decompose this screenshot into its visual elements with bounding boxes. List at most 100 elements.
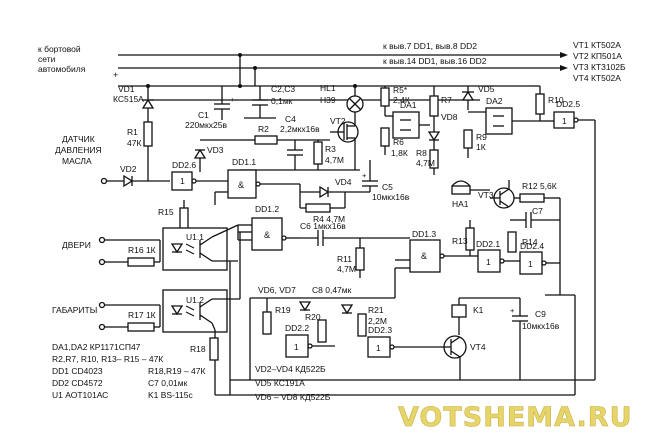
legend-right-2: C7 0,01мк: [148, 378, 188, 388]
r13-resistor: [465, 220, 475, 256]
vd3-label: VD3: [207, 145, 224, 155]
vd4-diode: [300, 185, 370, 199]
k1-relay: [451, 297, 520, 335]
hl1-lamp: [346, 86, 364, 122]
r5-value: 2,4К: [393, 95, 410, 105]
r6-label: R6: [393, 137, 404, 147]
r7-label: R7: [441, 95, 452, 105]
da1-relay: [385, 111, 430, 139]
dd23-one: 1: [376, 343, 381, 353]
r12-label: R12 5,6К: [522, 181, 557, 191]
legend-right-1: R18,R19 – 47К: [148, 366, 205, 376]
u11-label: U1.1: [186, 232, 204, 242]
c4-capacitor: [287, 140, 303, 170]
supply-label-3: автомобиля: [38, 64, 86, 74]
hl1-type: Н39: [320, 95, 336, 105]
supply-plus: +: [113, 70, 118, 80]
lights-input-wires: [98, 301, 161, 332]
c8-label: C8 0,47мк: [312, 285, 352, 295]
r7-resistor: [429, 86, 439, 125]
legend-left-3: DD1 CD4023: [52, 366, 103, 376]
dd21-label: DD2.1: [476, 239, 500, 249]
dd12-gate: [238, 217, 300, 251]
r11-label: R11: [337, 254, 352, 264]
oil-label-1: ДАТЧИК: [62, 134, 95, 144]
bottom-block-wires: [215, 268, 595, 396]
transistor-list-2: VT2 КП501А: [573, 51, 622, 61]
vd6vd7-label: VD6, VD7: [258, 285, 296, 295]
lights-label: ГАБАРИТЫ: [52, 305, 97, 315]
ha1-buzzer: [451, 180, 490, 195]
vd3-diode: [193, 139, 240, 172]
c9-capacitor: [512, 298, 528, 380]
dd25-one: 1: [562, 116, 567, 126]
r5-label: R5*: [393, 85, 408, 95]
dd26-label: DD2.6: [172, 160, 196, 170]
vt4-label: VT4: [470, 342, 486, 352]
dd23-label: DD2.3: [368, 325, 392, 335]
second-bus-label: к выв.14 DD1, выв.16 DD2: [383, 56, 487, 66]
legend-left-1: DA1,DA2 КР1171СП47: [52, 342, 141, 352]
r21-label: R21: [368, 305, 384, 315]
c9-label: C9: [535, 309, 546, 319]
r6-value: 1,8К: [391, 148, 408, 158]
dd12-label: DD1.2: [255, 204, 279, 214]
c4-value: 2,2мкх16в: [280, 124, 320, 134]
legend-bottom-2: VD5 КС191А: [255, 378, 305, 388]
supply-buses: [118, 52, 568, 101]
transistor-list-1: VT1 КТ502А: [573, 40, 621, 50]
r4-label: R4 4,7М: [313, 214, 345, 224]
dd25-label: DD2.5: [556, 99, 580, 109]
legend-bottom-1: VD2–VD4 КД522Б: [255, 364, 326, 374]
dd11-amp: &: [238, 180, 244, 190]
dd11-gate: [214, 169, 301, 205]
oil-label-2: ДАВЛЕНИЯ: [55, 145, 102, 155]
c6-label: C6 1мкх16в: [300, 221, 346, 231]
c6-capacitor: [300, 230, 410, 246]
r17-label: R17 1К: [128, 310, 156, 320]
vd1-type: КС515А: [113, 94, 144, 104]
legend-right-3: K1 BS-115с: [148, 390, 193, 400]
dd25-gate: [540, 111, 596, 380]
r16-label: R16 1К: [128, 245, 156, 255]
dd21-gate: [470, 249, 520, 273]
r2-resistor: [240, 135, 330, 145]
vd8-label: VD8: [441, 112, 458, 122]
vt3-transistor: [490, 180, 515, 209]
dd23-gate: [367, 336, 440, 358]
u12-label: U1.2: [186, 295, 204, 305]
r19-label: R19: [275, 305, 291, 315]
r4-resistor: [299, 192, 346, 213]
r21-resistor: [357, 313, 367, 337]
dd26-one: 1: [180, 176, 185, 186]
r1-resistor: [143, 121, 153, 172]
doors-input-wires: [98, 236, 161, 267]
vd4-label: VD4: [335, 177, 352, 187]
hl1-label: HL1: [320, 83, 336, 93]
r8-label: R8: [416, 148, 427, 158]
ha1-label: HA1: [452, 199, 469, 209]
dd11-label: DD1.1: [232, 157, 256, 167]
supply-label-1: к бортовой: [38, 44, 81, 54]
r8-value: 4,7М: [416, 158, 435, 168]
vd1-zener: [141, 86, 155, 122]
da2-relay: [468, 107, 540, 135]
top-bus-label: к выв.7 DD1, выв.8 DD2: [383, 41, 477, 51]
legend-left-2: R2,R7, R10, R13– R15 – 47К: [52, 354, 163, 364]
r9-resistor: [463, 129, 473, 158]
r15-label: R15: [158, 207, 174, 217]
r13-label: R13: [452, 236, 468, 246]
vt2-label: VT2: [330, 116, 346, 126]
c2c3-capacitor: [244, 86, 276, 119]
c2c3-label: C2,C3: [271, 84, 295, 94]
dd13-label: DD1.3: [412, 229, 436, 239]
dd26-gate: [147, 171, 228, 191]
vd1-label: VD1: [118, 84, 135, 94]
dd24-label: DD2.4: [520, 241, 544, 251]
c9-value: 10мкх16в: [522, 321, 560, 331]
dd13-gate: [395, 239, 470, 273]
r3-resistor: [240, 140, 360, 171]
r14-label: R14: [522, 237, 538, 247]
r11-value: 4,7М: [337, 264, 356, 274]
